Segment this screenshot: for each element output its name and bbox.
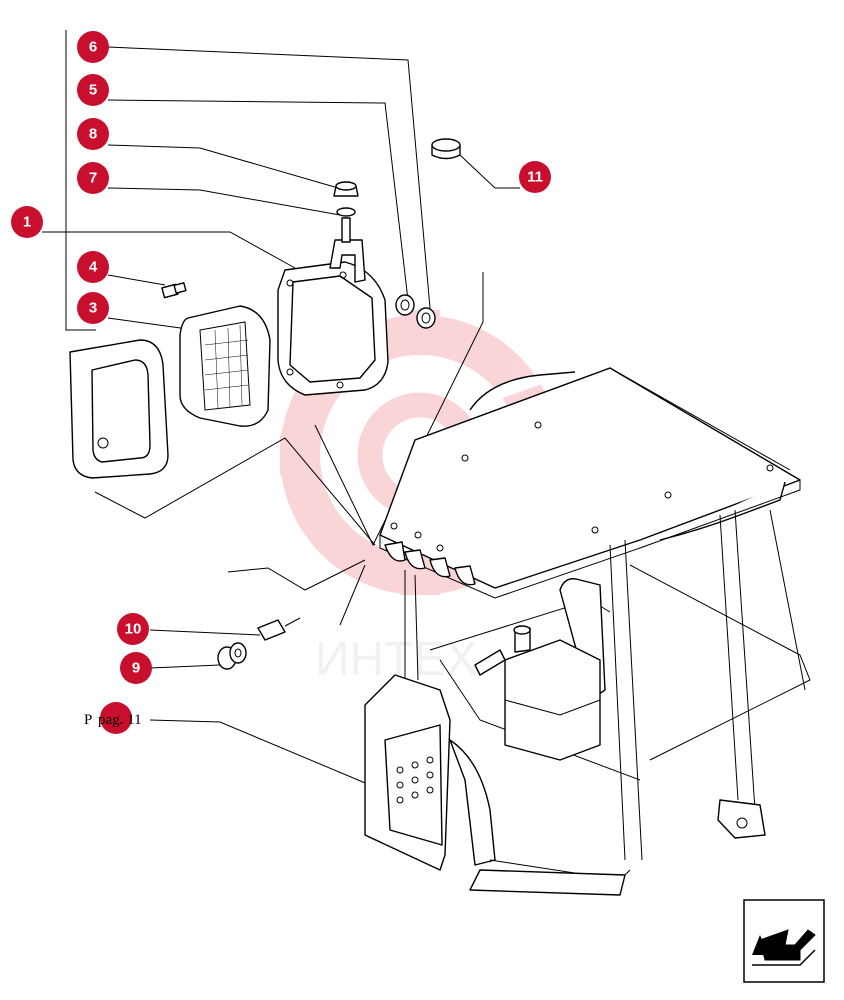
roof-lamp-recesses <box>384 541 476 586</box>
callout-10[interactable]: 10 <box>117 613 149 645</box>
callout-9[interactable]: 9 <box>120 652 152 684</box>
roof-bolts <box>390 421 774 552</box>
callout-8[interactable]: 8 <box>77 118 109 150</box>
lamp-washers <box>395 294 436 329</box>
cab-roof <box>379 367 801 599</box>
dashboard-switches <box>396 756 434 804</box>
svg-text:3: 3 <box>89 300 97 317</box>
page-reference-text: pag. 11 <box>98 712 142 728</box>
lamp-frame <box>69 339 169 479</box>
callout-1[interactable]: 1 <box>11 206 43 238</box>
callout-3[interactable]: 3 <box>77 292 109 324</box>
assembly-bracket <box>65 30 96 331</box>
dashboard-console <box>364 674 631 896</box>
cap <box>431 138 461 160</box>
back-navigation-button[interactable] <box>743 899 825 983</box>
lamp-housing <box>277 239 389 396</box>
lamp-bolt <box>333 181 359 243</box>
svg-text:7: 7 <box>89 170 97 187</box>
lamp-screw <box>161 282 187 299</box>
svg-text:5: 5 <box>89 82 97 99</box>
svg-text:6: 6 <box>89 39 97 56</box>
lamp-lens <box>179 305 271 427</box>
arrow-back-icon <box>752 929 816 966</box>
svg-text:11: 11 <box>527 169 543 186</box>
svg-text:8: 8 <box>89 126 97 143</box>
callout-4[interactable]: 4 <box>77 251 109 283</box>
page-reference-prefix: P <box>84 712 92 728</box>
svg-text:9: 9 <box>132 660 140 677</box>
page-reference[interactable]: P pag. 11 <box>84 702 142 734</box>
grommet-and-bulb <box>217 617 301 670</box>
lens-grid-pattern <box>204 324 249 409</box>
leader-lines <box>42 46 520 786</box>
svg-text:4: 4 <box>89 259 98 276</box>
svg-text:10: 10 <box>125 621 142 638</box>
callout-11[interactable]: 11 <box>519 161 551 193</box>
callout-5[interactable]: 5 <box>77 74 109 106</box>
callout-7[interactable]: 7 <box>77 162 109 194</box>
cab-frame <box>404 509 811 861</box>
callout-6[interactable]: 6 <box>77 31 109 63</box>
svg-text:1: 1 <box>23 214 31 231</box>
